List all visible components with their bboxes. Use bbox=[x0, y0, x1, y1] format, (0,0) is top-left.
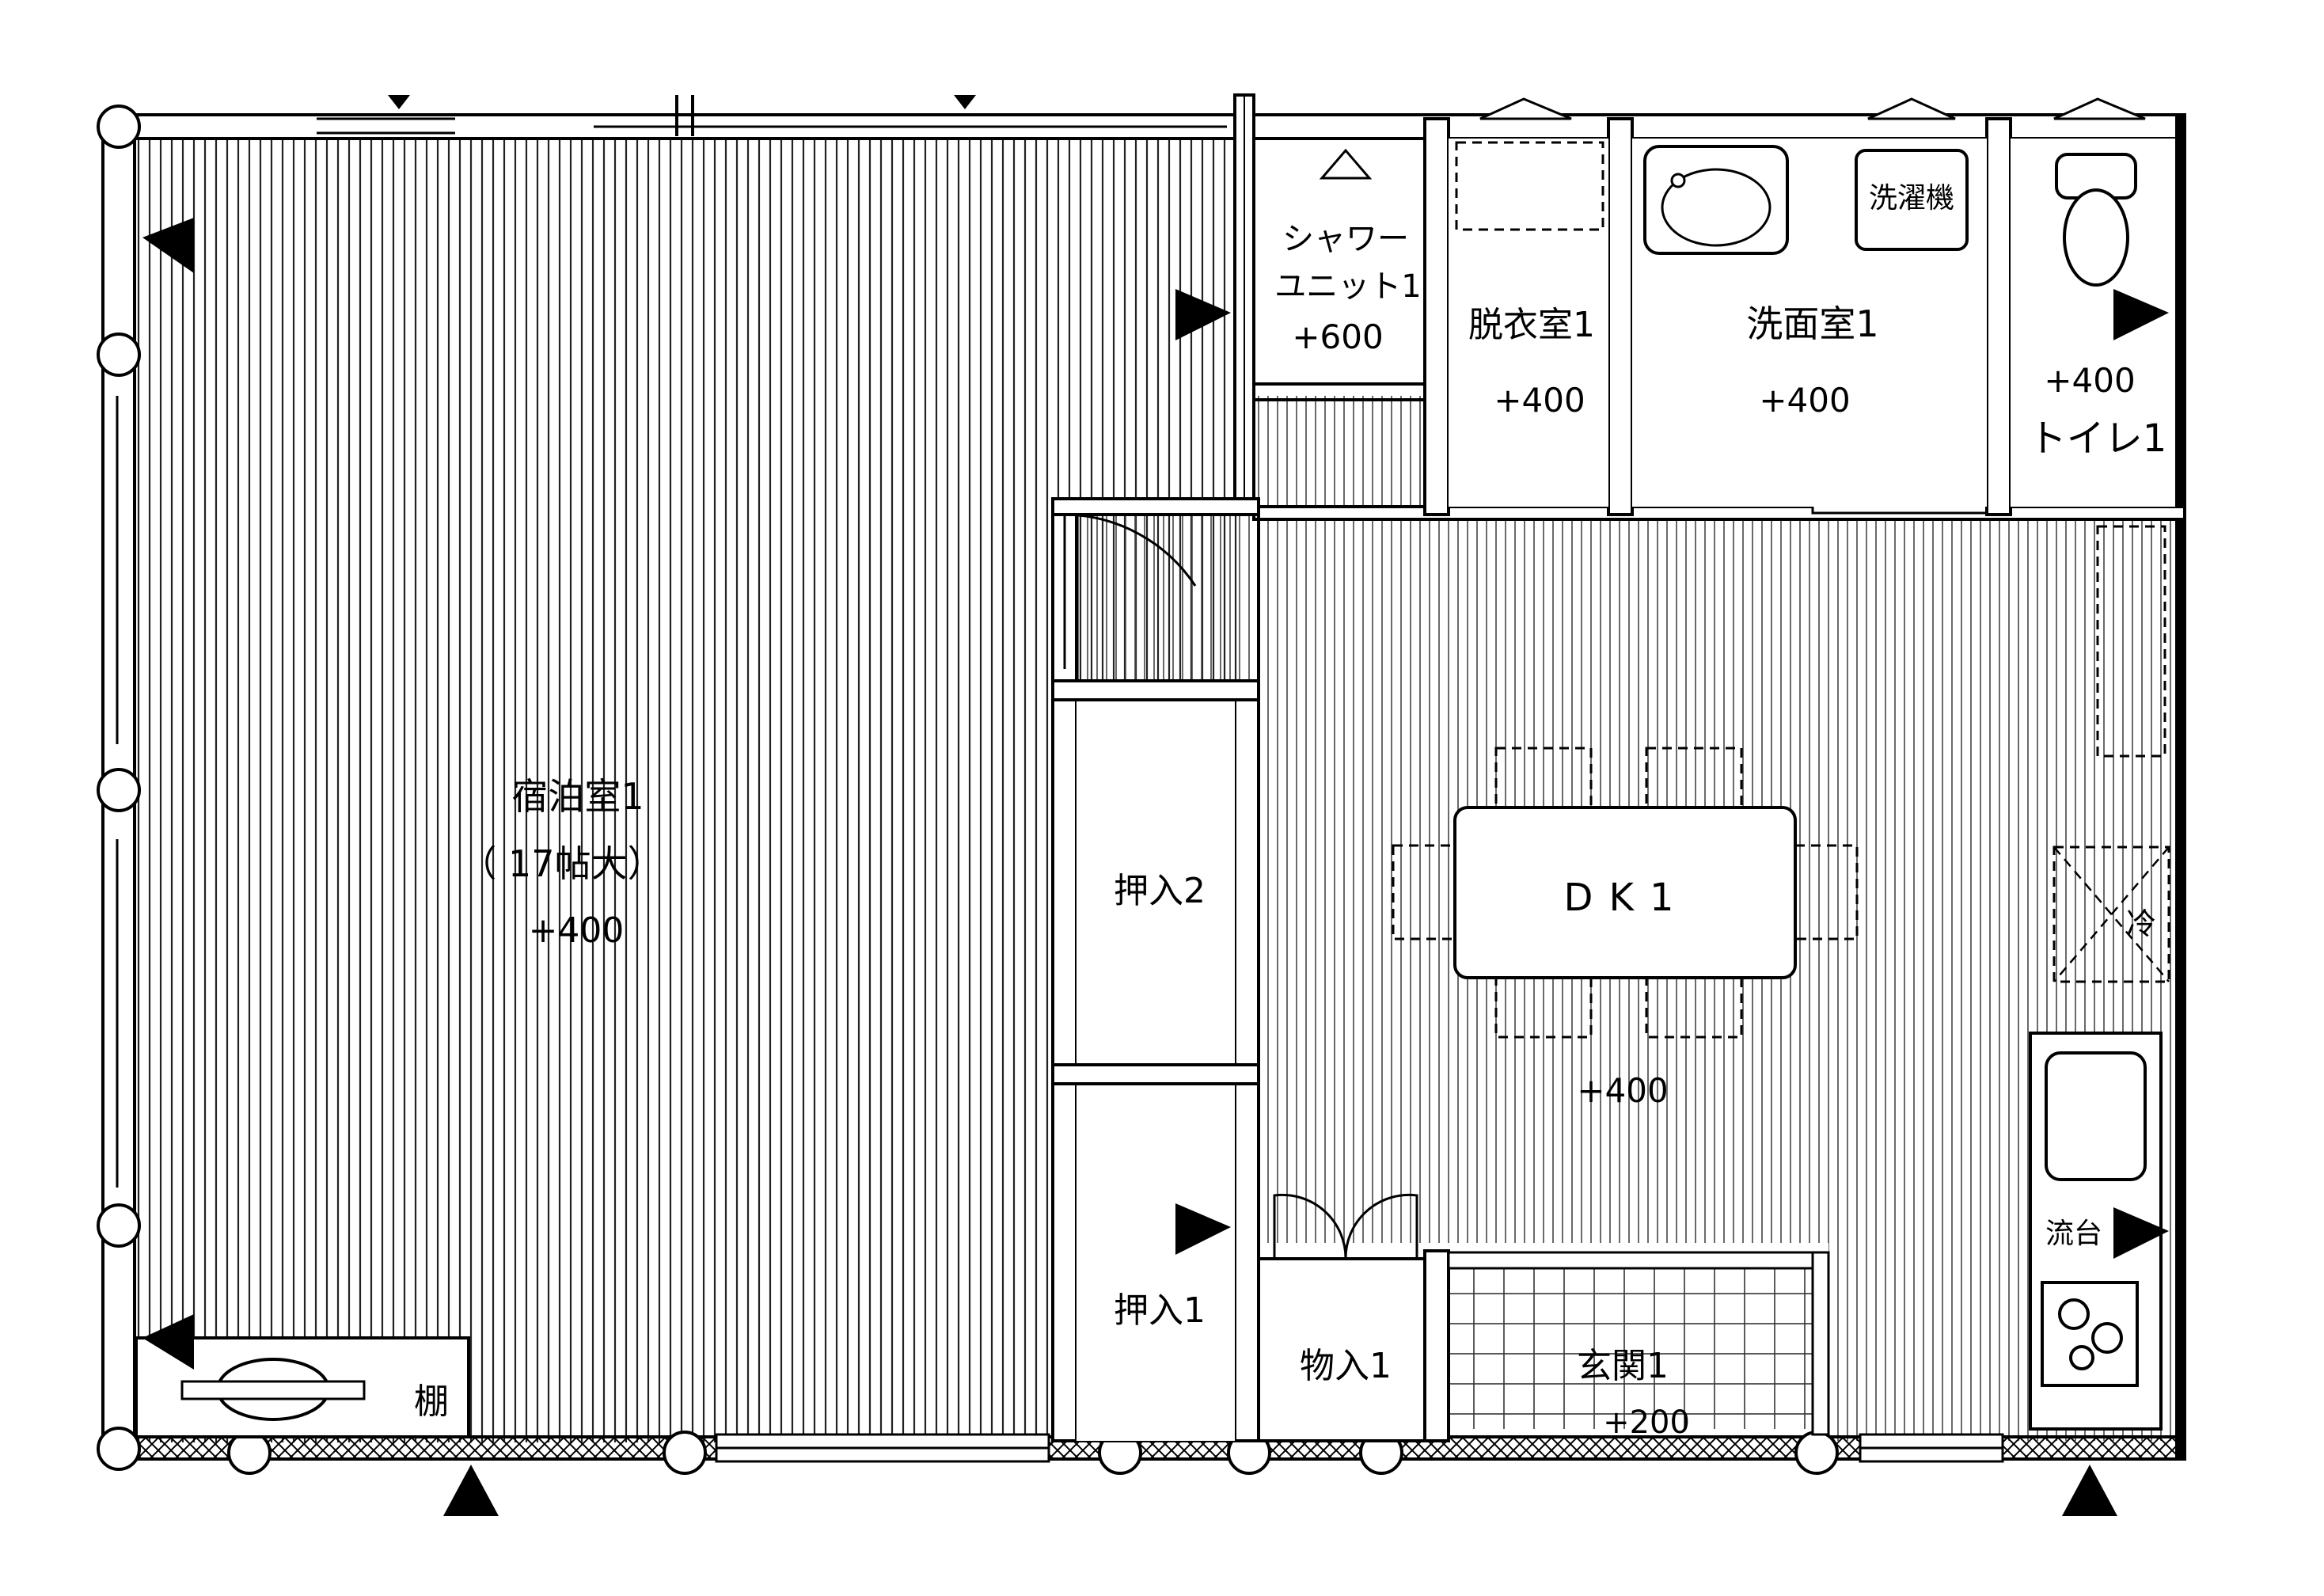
shelf-name: 棚 bbox=[414, 1381, 449, 1422]
dining-table bbox=[1453, 806, 1797, 979]
bedroom-name: 宿泊室1 bbox=[511, 775, 644, 818]
dk-name: DK1 bbox=[1564, 876, 1690, 920]
direction-markers bbox=[142, 95, 2169, 1516]
wet-area-wall bbox=[1252, 505, 2186, 521]
entrance-name: 玄関1 bbox=[1577, 1346, 1669, 1386]
right-wall bbox=[2175, 115, 2186, 1461]
entrance-level: +200 bbox=[1603, 1404, 1690, 1441]
washroom-name: 洗面室1 bbox=[1746, 302, 1878, 345]
shower-name-line2: ユニット1 bbox=[1274, 268, 1421, 305]
washroom-level: +400 bbox=[1759, 381, 1850, 420]
chairs bbox=[1392, 747, 1859, 1039]
fridge bbox=[2052, 846, 2170, 983]
bedroom-level: +400 bbox=[529, 910, 625, 951]
toilet-name: トイレ1 bbox=[2029, 416, 2167, 461]
shower-name-line1: シャワー bbox=[1282, 221, 1409, 257]
dressing-name: 脱衣室1 bbox=[1468, 305, 1595, 345]
toilet-level: +400 bbox=[2044, 361, 2135, 400]
vents bbox=[1479, 97, 2146, 120]
sink-label: 流台 bbox=[2045, 1218, 2102, 1250]
storage-name: 物入1 bbox=[1300, 1346, 1392, 1386]
toilet-icon bbox=[2055, 153, 2137, 287]
closet1-name: 押入1 bbox=[1114, 1290, 1206, 1331]
fridge-label: 冷 bbox=[2126, 906, 2156, 941]
shower-unit bbox=[1252, 137, 1449, 386]
bedroom-door bbox=[1063, 513, 1197, 669]
bedroom-size: （ 17帖大） bbox=[460, 842, 663, 885]
washer-label: 洗濯機 bbox=[1869, 182, 1954, 215]
storage-box bbox=[1257, 1257, 1430, 1442]
dk-level: +400 bbox=[1577, 1071, 1668, 1110]
entrance-tile bbox=[1449, 1267, 1821, 1429]
shower-level: +600 bbox=[1292, 317, 1383, 356]
dressing-level: +400 bbox=[1494, 381, 1585, 420]
closet2-name: 押入2 bbox=[1114, 871, 1206, 911]
washing-machine bbox=[1855, 149, 1969, 251]
closet-gap-floor bbox=[1065, 507, 1243, 689]
